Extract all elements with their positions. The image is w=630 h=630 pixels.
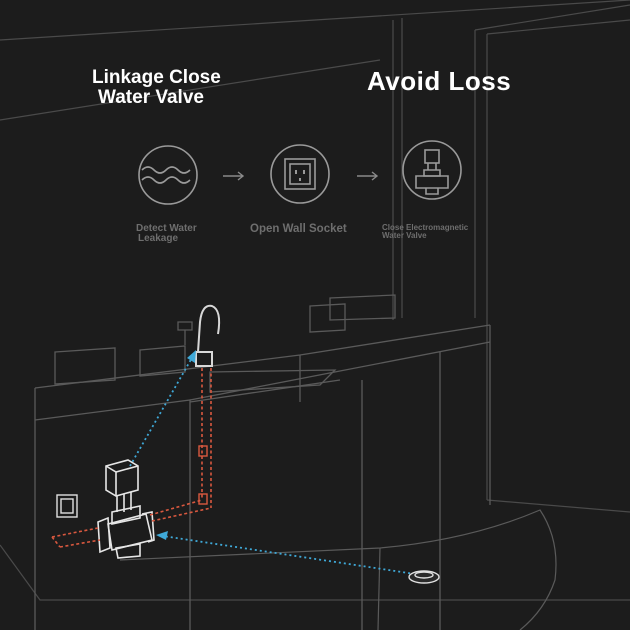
floor-outline [119, 509, 557, 630]
arrow-right-icon [223, 171, 245, 181]
counter-outline [34, 294, 491, 630]
step-label-line: Water Valve [382, 231, 427, 240]
step-label-line: Detect Water [136, 223, 197, 234]
arrow-right-icon [357, 171, 379, 181]
water-wave-icon [138, 145, 198, 205]
electromagnetic-valve-icon [402, 140, 462, 200]
wall-socket-icon [270, 144, 330, 204]
arrowhead [156, 531, 168, 540]
leak-sensor [408, 570, 440, 584]
headline-line: Water Valve [98, 87, 204, 108]
headline-avoid-loss: Avoid Loss [367, 66, 512, 96]
step-label-open-socket: Open Wall Socket [250, 223, 347, 235]
pipe-joint [198, 445, 208, 457]
water-pipes [51, 368, 212, 548]
headline-linkage-close: Linkage Close Water Valve [92, 68, 262, 108]
step-label-close-valve: Close Electromagnetic Water Valve [382, 224, 468, 240]
signal-arrows [129, 355, 416, 575]
pipe-joint [198, 493, 208, 505]
step-label-line: Close Electromagnetic [382, 223, 469, 232]
water-valve [97, 459, 155, 559]
room-outline [0, 0, 630, 601]
step-label-detect-leakage: Detect Water Leakage [136, 224, 197, 244]
wall-socket [56, 494, 78, 518]
faucet [195, 304, 221, 367]
headline-line: Linkage Close [92, 67, 221, 88]
arrowhead [187, 350, 196, 363]
step-label-line: Leakage [138, 233, 179, 244]
